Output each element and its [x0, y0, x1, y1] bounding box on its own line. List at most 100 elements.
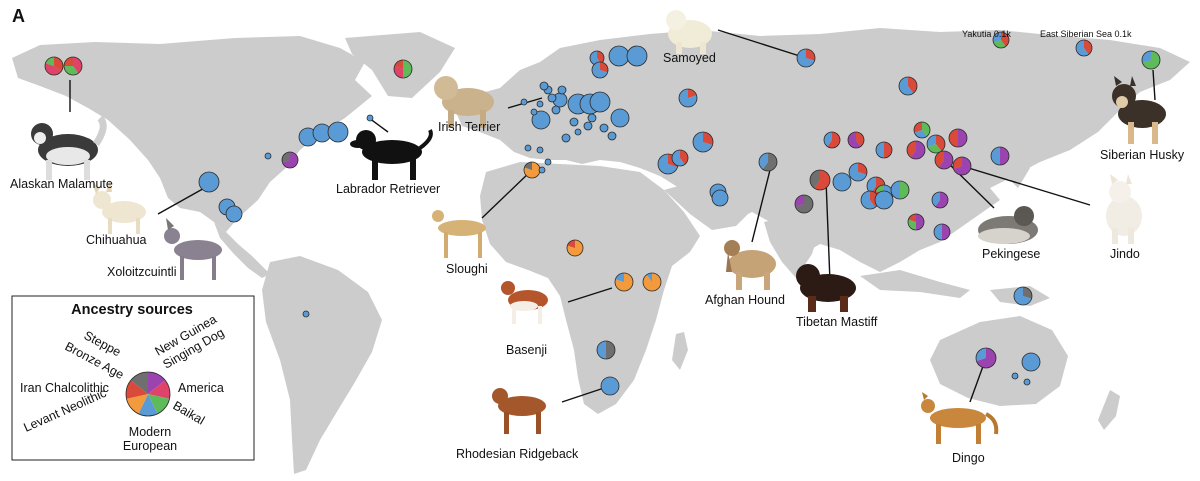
pie-slice	[875, 191, 893, 209]
pie-slice	[562, 134, 570, 142]
pie-slice	[908, 219, 916, 230]
pie-outline	[596, 340, 616, 360]
pie-slice	[688, 89, 697, 98]
ancestry-pie	[281, 151, 299, 169]
pie-slice	[64, 57, 73, 66]
pie-slice	[521, 99, 527, 105]
pie-slice	[45, 57, 54, 66]
ancestry-pie	[531, 110, 551, 130]
label-afghan-hound: Afghan Hound	[705, 293, 785, 307]
pie-slice	[1012, 373, 1018, 379]
pie-slice	[876, 142, 884, 158]
pie-slice	[712, 190, 728, 206]
pie-slice	[611, 109, 629, 127]
pie-slice	[922, 122, 930, 137]
pie-slice	[531, 109, 537, 115]
pekingese-illustration	[978, 206, 1038, 244]
pie-outline	[589, 91, 611, 113]
pie-outline	[1013, 286, 1033, 306]
pie-slice	[558, 86, 566, 94]
legend-title: Ancestry sources	[71, 302, 193, 318]
pie-slice	[537, 147, 543, 153]
ancestry-pie	[907, 213, 925, 231]
pie-outline	[583, 121, 593, 131]
pie-slice	[936, 135, 945, 152]
pie-slice	[367, 115, 373, 121]
irish-terrier-illustration	[434, 76, 494, 128]
pie-slice	[679, 89, 697, 108]
ancestry-pie	[587, 113, 597, 123]
pie-outline	[913, 121, 931, 139]
pie-slice	[932, 192, 940, 207]
pie-slice	[949, 129, 958, 147]
pie-slice	[299, 128, 317, 146]
pie-slice	[590, 92, 610, 112]
pie-outline	[327, 121, 349, 143]
pie-outline	[898, 76, 918, 96]
pie-slice	[567, 240, 575, 248]
pie-outline	[1011, 372, 1019, 380]
pie-outline	[1023, 378, 1031, 386]
ancestry-pie	[547, 93, 557, 103]
ancestry-pie	[692, 131, 714, 153]
ancestry-pie	[898, 76, 918, 96]
pie-outline	[536, 100, 544, 108]
label-tibetan-mastiff: Tibetan Mastiff	[796, 315, 878, 329]
pie-outline	[975, 347, 997, 369]
breed-labels: Alaskan Malamute Chihuahua Xoloitzcuintl…	[10, 51, 1185, 465]
ancestry-pie	[975, 347, 997, 369]
pie-outline	[794, 194, 814, 214]
ancestry-pie	[530, 108, 538, 116]
ancestry-pie	[600, 376, 620, 396]
ancestry-pie	[302, 310, 310, 318]
ancestry-pie	[671, 149, 689, 167]
pie-outline	[610, 108, 630, 128]
pie-outline	[566, 239, 584, 257]
ancestry-pie	[523, 161, 541, 179]
labrador-retriever-illustration	[350, 129, 433, 180]
pie-outline	[557, 85, 567, 95]
legend-label-modern-1: Modern	[129, 425, 171, 439]
ancestry-pie	[848, 162, 868, 182]
ancestry-pie	[847, 131, 865, 149]
pie-slice	[540, 82, 548, 90]
pie-outline	[614, 272, 634, 292]
ancestry-pie	[566, 239, 584, 257]
pie-slice	[148, 380, 170, 399]
ancestry-pie	[536, 100, 544, 108]
pie-slice	[394, 60, 403, 69]
pie-slice	[627, 46, 647, 66]
pie-slice	[806, 49, 815, 61]
pie-slice	[1013, 287, 1032, 305]
legend-label-modern-2: European	[123, 439, 177, 453]
pie-outline	[561, 133, 571, 143]
pie-slice	[592, 62, 608, 79]
pie-outline	[281, 151, 299, 169]
pie-outline	[933, 223, 951, 241]
pie-slice	[606, 341, 615, 359]
pie-slice	[643, 273, 662, 291]
pie-outline	[890, 180, 910, 200]
pie-outline	[848, 162, 868, 182]
pie-outline	[931, 191, 949, 209]
ancestry-pie	[539, 81, 549, 91]
ancestry-pie	[557, 85, 567, 95]
leader-line	[481, 169, 533, 219]
pie-outline	[44, 56, 64, 76]
leader-line	[751, 169, 771, 243]
pie-slice	[608, 132, 616, 140]
ancestry-pie	[626, 45, 648, 67]
alaskan-malamute-illustration	[31, 115, 107, 180]
pie-outline	[671, 149, 689, 167]
pie-outline	[551, 105, 561, 115]
chihuahua-illustration	[92, 180, 146, 234]
pie-slice	[935, 151, 944, 168]
ancestry-pie	[678, 88, 698, 108]
pie-slice	[394, 66, 403, 78]
jindo-illustration	[1106, 174, 1142, 244]
ancestry-pie	[794, 194, 814, 214]
ancestry-pie	[607, 131, 617, 141]
ancestry-pie	[591, 61, 609, 79]
annotation-east-siberian-sea: East Siberian Sea 0.1k	[1040, 29, 1132, 39]
label-jindo: Jindo	[1110, 247, 1140, 261]
